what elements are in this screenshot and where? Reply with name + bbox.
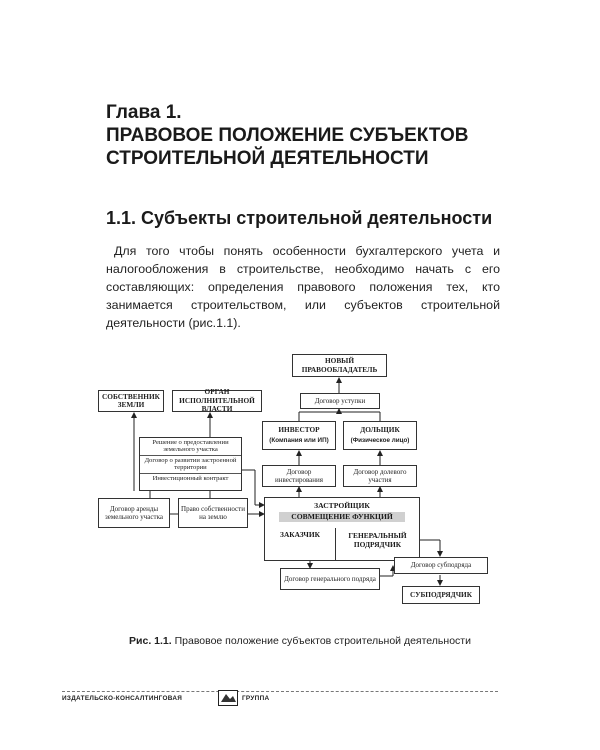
chapter-title-line2: СТРОИТЕЛЬНОЙ ДЕЯТЕЛЬНОСТИ xyxy=(106,148,429,169)
equity-contract-label: Договор долевого участия xyxy=(353,467,407,485)
executive-authority-label: ОРГАН ИСПОЛНИТЕЛЬНОЙ ВЛАСТИ xyxy=(179,387,255,414)
land-lease-box: Договор аренды земельного участка xyxy=(98,498,170,528)
general-contract-box: Договор генерального подряда xyxy=(280,568,380,590)
investment-contract-label: Договор инвестирования xyxy=(275,467,323,485)
footer-publisher-right: ГРУППА xyxy=(242,695,270,702)
footer-publisher-left: ИЗДАТЕЛЬСКО-КОНСАЛТИНГОВАЯ xyxy=(62,695,183,702)
figure-caption-label: Рис. 1.1. xyxy=(129,635,172,647)
stack-row: Инвестиционный контракт xyxy=(152,474,229,482)
subcontractor-box: СУБПОДРЯДЧИК xyxy=(402,586,480,604)
chapter-heading: Глава 1. ПРАВОВОЕ ПОЛОЖЕНИЕ СУБЪЕКТОВ СТ… xyxy=(106,101,526,170)
investor-label: ИНВЕСТОР xyxy=(278,425,320,434)
figure-caption-text: Правовое положение субъектов строительно… xyxy=(171,635,471,647)
stack-row: Договор о развитии застроенной территори… xyxy=(140,456,241,474)
developer-box: ЗАСТРОЙЩИК СОВМЕЩЕНИЕ ФУНКЦИЙ ЗАКАЗЧИК Г… xyxy=(264,497,420,561)
body-paragraph: Для того чтобы понять особенности бухгал… xyxy=(106,244,500,330)
footer-divider xyxy=(62,691,498,692)
chapter-number: Глава 1. xyxy=(106,102,182,123)
section-title: 1.1. Субъекты строительной деятельности xyxy=(106,208,493,228)
figure-caption: Рис. 1.1. Правовое положение субъектов с… xyxy=(0,635,600,647)
land-right-box: Право собственности на землю xyxy=(178,498,248,528)
equity-holder-box: ДОЛЬЩИК (Физическое лицо) xyxy=(343,421,417,450)
assignment-contract-label: Договор уступки xyxy=(314,396,366,405)
general-contract-label: Договор генерального подряда xyxy=(284,574,376,583)
combination-label: СОВМЕЩЕНИЕ ФУНКЦИЙ xyxy=(279,512,405,522)
new-owner-box: НОВЫЙ ПРАВООБЛАДАТЕЛЬ xyxy=(292,354,387,377)
new-owner-label: НОВЫЙ ПРАВООБЛАДАТЕЛЬ xyxy=(301,356,378,374)
land-decision-stack: Решение о предоставлении земельного учас… xyxy=(139,437,242,491)
investment-contract-box: Договор инвестирования xyxy=(262,465,336,487)
subcontractor-label: СУБПОДРЯДЧИК xyxy=(409,589,473,599)
developer-label: ЗАСТРОЙЩИК xyxy=(314,501,370,510)
subcontract-box: Договор субподряда xyxy=(394,557,488,574)
subcontract-label: Договор субподряда xyxy=(410,561,472,570)
chapter-title-line1: ПРАВОВОЕ ПОЛОЖЕНИЕ СУБЪЕКТОВ xyxy=(106,125,469,146)
land-owner-label: СОБСТВЕННИК ЗЕМЛИ xyxy=(102,391,160,409)
executive-authority-box: ОРГАН ИСПОЛНИТЕЛЬНОЙ ВЛАСТИ xyxy=(172,387,262,414)
equity-holder-note: (Физическое лицо) xyxy=(350,436,410,444)
land-lease-label: Договор аренды земельного участка xyxy=(105,504,163,522)
equity-contract-box: Договор долевого участия xyxy=(343,465,417,487)
land-owner-box: СОБСТВЕННИК ЗЕМЛИ xyxy=(98,390,164,412)
general-contractor-label: ГЕНЕРАЛЬНЫЙ ПОДРЯДЧИК xyxy=(335,528,419,560)
investor-note: (Компания или ИП) xyxy=(269,436,329,444)
assignment-contract-box: Договор уступки xyxy=(300,393,380,409)
investor-box: ИНВЕСТОР (Компания или ИП) xyxy=(262,421,336,450)
stack-row: Решение о предоставлении земельного учас… xyxy=(140,438,241,456)
equity-holder-label: ДОЛЬЩИК xyxy=(360,425,400,434)
customer-label: ЗАКАЗЧИК xyxy=(280,530,320,539)
land-right-label: Право собственности на землю xyxy=(181,504,245,522)
publisher-logo-icon xyxy=(218,690,238,706)
